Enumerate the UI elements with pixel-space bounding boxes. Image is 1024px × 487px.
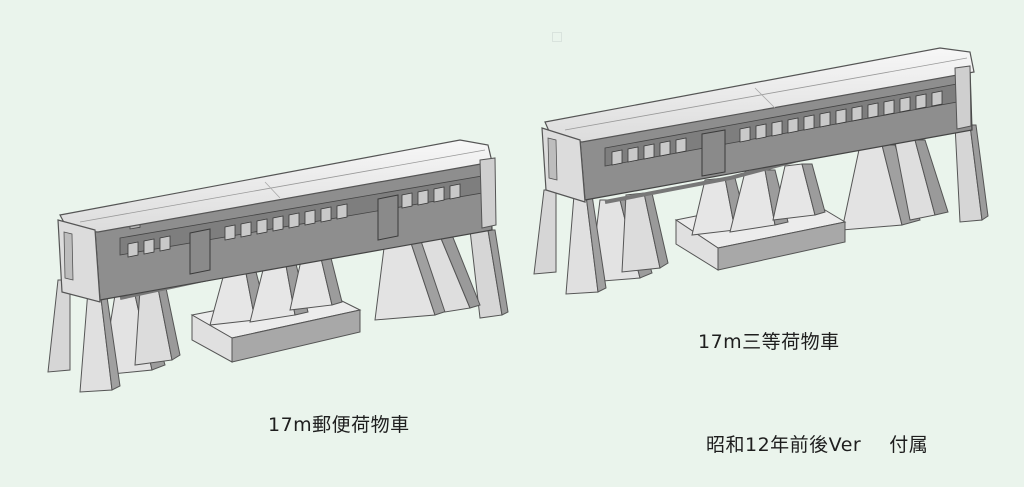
model-1-caption: 17m郵便荷物車 [268,414,410,436]
rail-car-model-icon [533,47,989,295]
era-label: 昭和12年前後Ver [706,434,862,456]
model-1-render [40,120,520,400]
model-2-caption: 17m三等荷物車 [698,331,840,353]
rail-car-model-icon [47,139,509,393]
watermark-icon [552,32,562,42]
era-note: 昭和12年前後Ver 付属 [706,430,928,457]
model-2-render [530,30,990,300]
accessory-label: 付属 [889,434,929,456]
